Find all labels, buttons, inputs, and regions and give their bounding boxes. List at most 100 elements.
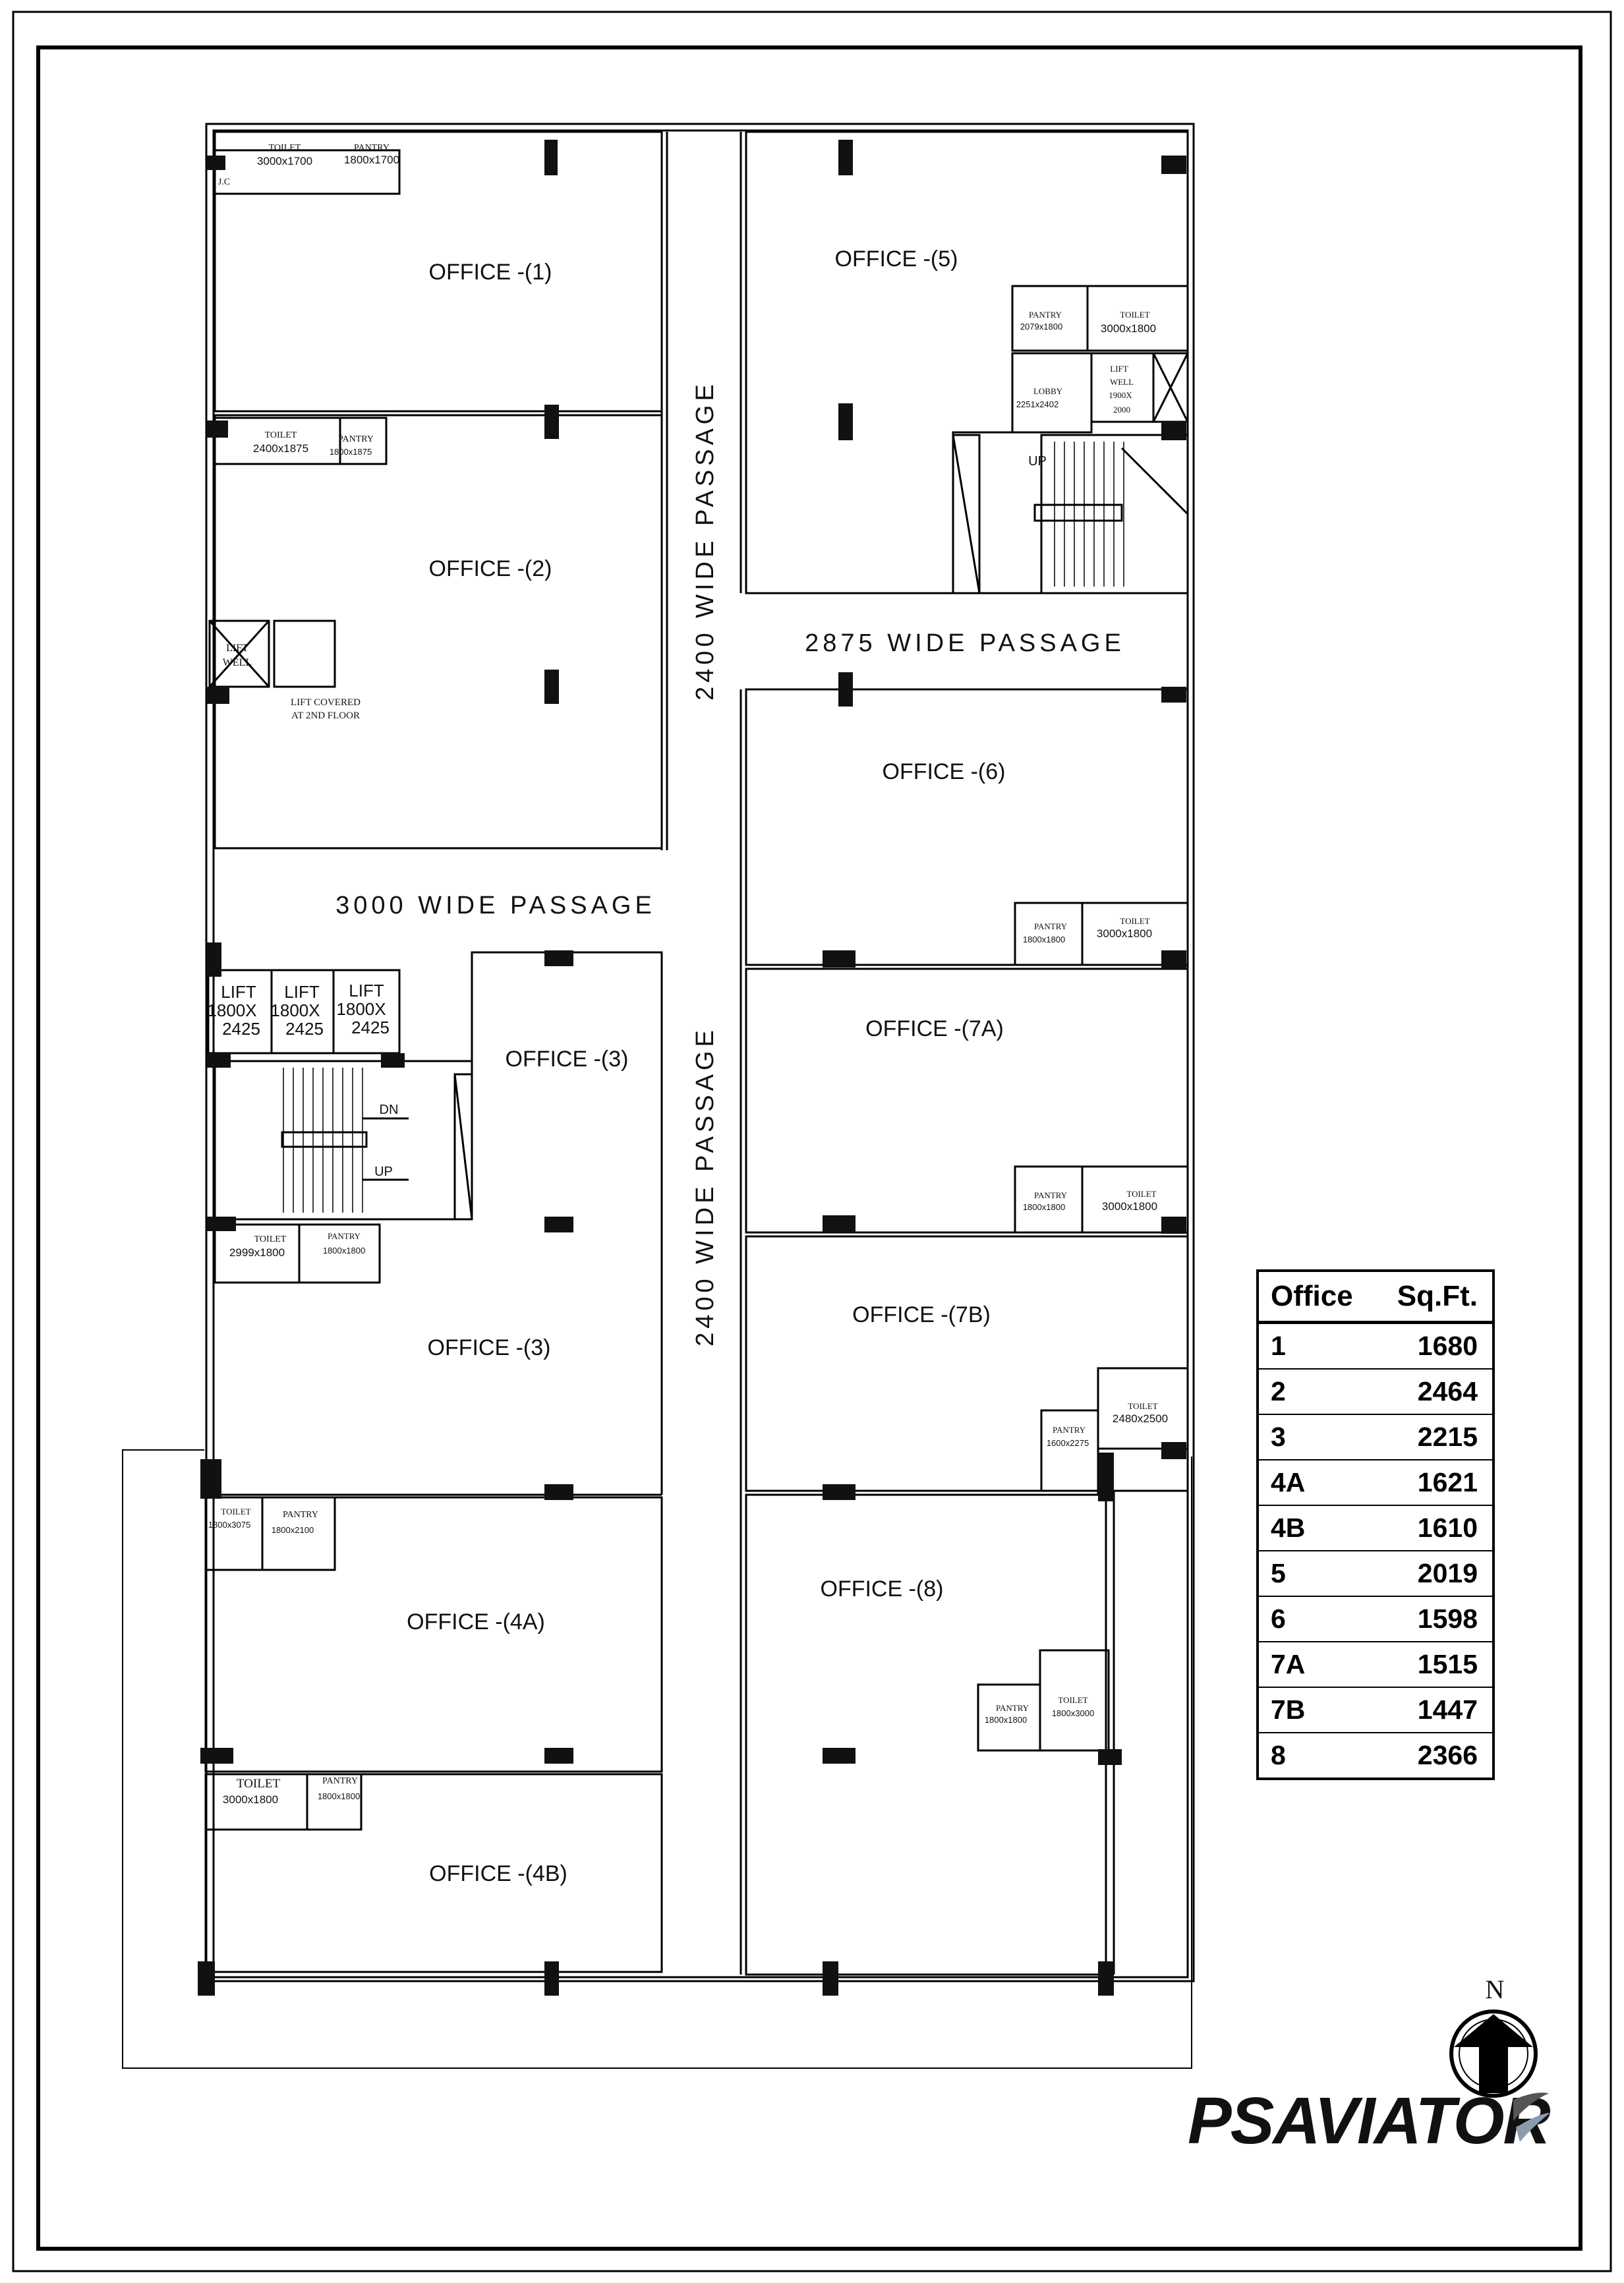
row-sqft: 1680 <box>1375 1321 1494 1369</box>
structural-columns <box>198 140 1186 1996</box>
pantry-6-size: 1800x1800 <box>1023 935 1065 944</box>
row-sqft: 1621 <box>1375 1459 1494 1505</box>
stair-up-right-label: UP <box>1028 454 1047 469</box>
logo-swoosh-icon <box>1513 2093 1549 2121</box>
company-logo: PSAVIATOR <box>1188 2084 1552 2158</box>
row-sqft: 2366 <box>1375 1732 1494 1779</box>
lift-well-left-a: LIFT <box>226 643 248 654</box>
header-office: Office <box>1258 1271 1376 1324</box>
toilet-4a-name: TOILET <box>221 1507 250 1517</box>
row-sqft: 1515 <box>1375 1641 1494 1687</box>
row-office: 3 <box>1258 1414 1376 1460</box>
row-sqft: 2464 <box>1375 1368 1494 1414</box>
pantry-4b-size: 1800x1800 <box>318 1791 360 1801</box>
lift-c-size2: 2425 <box>351 1018 390 1037</box>
passage-label-horizontal-right: 2875 WIDE PASSAGE <box>805 629 1125 657</box>
toilet-5-size: 3000x1800 <box>1101 322 1156 335</box>
office-5-label: OFFICE -(5) <box>835 246 958 272</box>
pantry-7b-size: 1600x2275 <box>1047 1438 1089 1448</box>
lift-a-size1: 1800X <box>207 1000 256 1020</box>
row-sqft: 2215 <box>1375 1414 1494 1460</box>
pantry-3-name: PANTRY <box>328 1231 361 1241</box>
office-2-label: OFFICE -(2) <box>429 556 552 581</box>
row-office: 8 <box>1258 1732 1376 1779</box>
stair-dn-label: DN <box>380 1103 399 1117</box>
pantry-5-name: PANTRY <box>1029 310 1062 320</box>
office-6-label: OFFICE -(6) <box>883 759 1006 784</box>
logo-text: PSAVIATOR <box>1188 2084 1551 2158</box>
room-labels: J.C TOILET 3000x1700 PANTRY 1800x1700 TO… <box>207 143 1168 1806</box>
toilet-8-size: 1800x3000 <box>1052 1708 1094 1718</box>
lift-a-size2: 2425 <box>222 1019 260 1039</box>
lift-b-title: LIFT <box>284 982 320 1002</box>
toilet-7b-size: 2480x2500 <box>1113 1412 1168 1425</box>
pantry-5-size: 2079x1800 <box>1020 322 1062 332</box>
lift-b-size1: 1800X <box>270 1000 320 1020</box>
toilet-5-name: TOILET <box>1120 310 1149 320</box>
lift-c-size1: 1800X <box>336 999 386 1019</box>
office-7a-label: OFFICE -(7A) <box>865 1016 1004 1041</box>
inner-border <box>36 45 1582 2251</box>
pantry-3-size: 1800x1800 <box>323 1246 365 1256</box>
header-sqft: Sq.Ft. <box>1375 1271 1494 1324</box>
office-3b-label: OFFICE -(3) <box>428 1335 551 1360</box>
pantry-6-name: PANTRY <box>1034 921 1068 931</box>
toilet-6-name: TOILET <box>1120 916 1149 926</box>
lift-c-title: LIFT <box>349 981 384 1000</box>
pantry-7a-name: PANTRY <box>1034 1190 1068 1200</box>
lift-well-5-a: LIFT <box>1110 364 1128 374</box>
lift-a-title: LIFT <box>221 982 256 1002</box>
pantry-8-size: 1800x1800 <box>985 1715 1027 1725</box>
lift-covered-b: AT 2ND FLOOR <box>291 710 360 721</box>
compass-north-label: N <box>1486 1975 1505 2004</box>
row-office: 6 <box>1258 1596 1376 1642</box>
toilet-6-size: 3000x1800 <box>1097 927 1152 940</box>
north-compass: N <box>1449 1975 1538 2098</box>
row-office: 4A <box>1258 1459 1376 1505</box>
toilet-8-name: TOILET <box>1058 1695 1088 1705</box>
lift-covered-a: LIFT COVERED <box>291 697 361 708</box>
walls <box>122 123 1195 2069</box>
office-1-label: OFFICE -(1) <box>429 260 552 285</box>
toilet-1-size: 3000x1700 <box>257 155 312 167</box>
toilet-3-name: TOILET <box>254 1234 287 1244</box>
row-office: 5 <box>1258 1550 1376 1596</box>
row-sqft: 1447 <box>1375 1687 1494 1733</box>
pantry-2-name: PANTRY <box>338 434 374 444</box>
outer-border <box>12 11 1612 2272</box>
office-4a-label: OFFICE -(4A) <box>407 1609 545 1634</box>
pantry-4a-size: 1800x2100 <box>272 1525 314 1535</box>
passage-labels: 2400 WIDE PASSAGE 2400 WIDE PASSAGE 2875… <box>335 380 1125 1346</box>
toilet-4b-size: 3000x1800 <box>223 1793 278 1806</box>
stair-up-left-label: UP <box>374 1165 393 1179</box>
office-7b-label: OFFICE -(7B) <box>852 1302 991 1327</box>
row-sqft: 2019 <box>1375 1550 1494 1596</box>
lift-b-size2: 2425 <box>285 1019 324 1039</box>
passage-label-vertical-bottom: 2400 WIDE PASSAGE <box>691 1026 719 1346</box>
passage-label-horizontal-left: 3000 WIDE PASSAGE <box>335 892 656 919</box>
pantry-8-name: PANTRY <box>996 1703 1030 1713</box>
toilet-2-name: TOILET <box>265 430 297 440</box>
pantry-4b-name: PANTRY <box>322 1776 358 1786</box>
row-sqft: 1610 <box>1375 1505 1494 1551</box>
row-sqft: 1598 <box>1375 1596 1494 1642</box>
row-office: 7A <box>1258 1641 1376 1687</box>
pantry-1-name: PANTRY <box>354 143 390 153</box>
toilet-2-size: 2400x1875 <box>253 442 308 455</box>
pantry-2-size: 1800x1875 <box>330 447 372 457</box>
pantry-7b-name: PANTRY <box>1053 1425 1086 1435</box>
lift-well-5-d: 2000 <box>1113 405 1130 415</box>
lift-well-5-b: WELL <box>1110 377 1134 387</box>
compass-ring-icon <box>1449 2009 1538 2098</box>
toilet-4b-name: TOILET <box>237 1777 281 1791</box>
toilet-3-size: 2999x1800 <box>229 1246 285 1259</box>
north-arrow-icon <box>1454 2014 1533 2093</box>
